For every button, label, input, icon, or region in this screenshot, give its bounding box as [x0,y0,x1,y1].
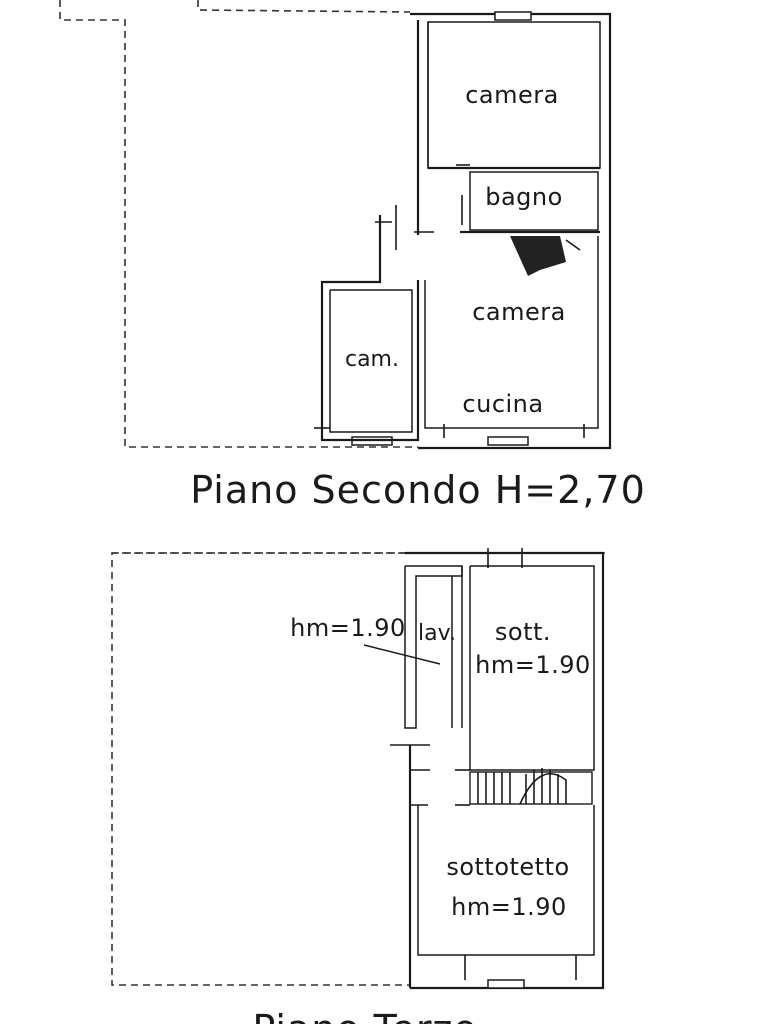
stair-third [469,768,593,805]
label-lav: lav. [418,621,456,646]
second-floor-plan: camera bagno camera cam. cucina Piano Se… [59,0,646,512]
second-floor-boundary-top [197,0,411,13]
room-camera-cucina-walls [424,236,599,429]
label-sottotetto-hm: hm=1.90 [451,893,567,921]
label-sott-hm: hm=1.90 [475,651,591,679]
room-bagno-walls [469,171,599,231]
label-bagno: bagno [485,183,563,211]
room-sott-walls [469,565,595,771]
room-lav-walls [404,565,463,729]
stair-hatch [510,236,566,276]
label-sott: sott. [495,618,551,646]
third-floor-title: Piano Terzo [252,1007,477,1024]
label-cucina: cucina [462,390,543,418]
room-sottotetto-walls [417,805,595,956]
second-floor-boundary [59,0,418,448]
third-floor-plan: hm=1.90 lav. sott. hm=1.90 sottotetto hm… [111,548,605,1024]
label-hm-left: hm=1.90 [290,614,406,642]
label-sottotetto: sottotetto [446,853,569,881]
room-cam-walls [320,215,420,442]
label-camera-mid: camera [472,298,566,326]
second-floor-title: Piano Secondo H=2,70 [190,468,646,512]
label-camera-top: camera [465,81,559,109]
label-cam: cam. [345,347,399,372]
